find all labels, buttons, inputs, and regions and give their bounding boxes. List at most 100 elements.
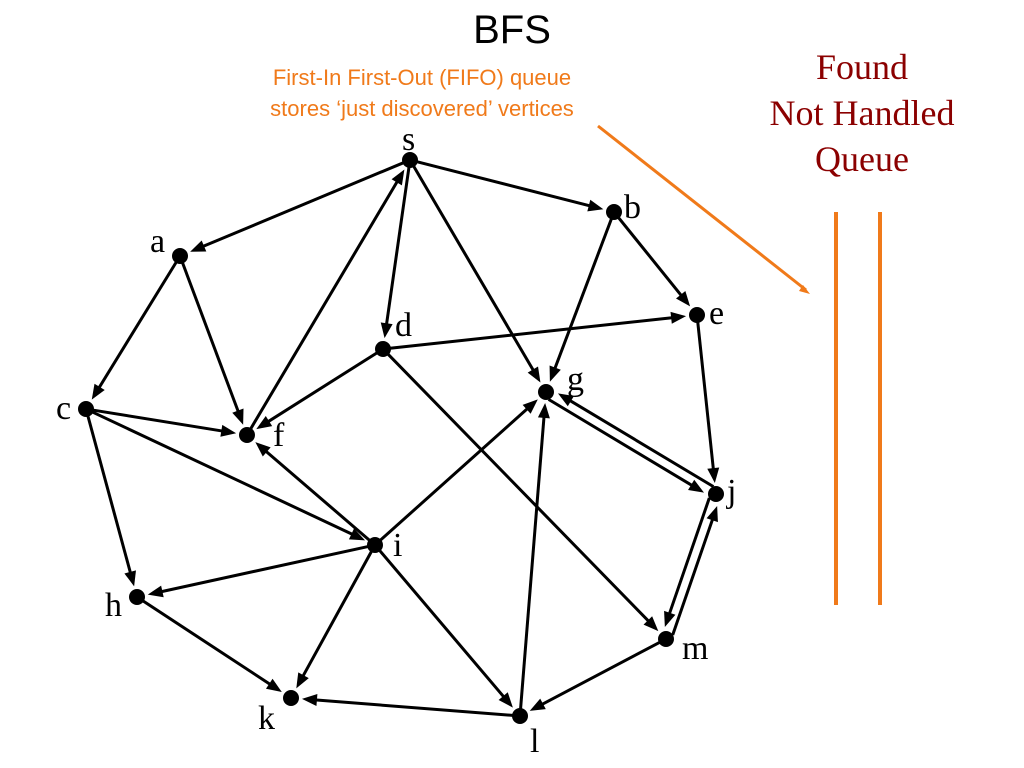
- node-dot: [689, 307, 705, 323]
- node-dot: [367, 537, 383, 553]
- node-dot: [375, 341, 391, 357]
- node-dot: [402, 152, 418, 168]
- fifo-pointer-arrowhead: [799, 285, 810, 294]
- node-label: l: [530, 723, 539, 760]
- edge-line: [90, 410, 354, 537]
- edge-c-i: [90, 410, 366, 541]
- slide-title: BFS: [473, 8, 551, 52]
- node-label: s: [402, 121, 415, 158]
- node-dot: [78, 401, 94, 417]
- queue-label-line-1: Found: [815, 47, 909, 87]
- fifo-note-line-1: First-In First-Out (FIFO) queue: [272, 65, 572, 90]
- node-e: e: [689, 295, 724, 332]
- edge-j-g: [558, 393, 715, 488]
- edge-e-j: [696, 320, 720, 484]
- edge-arrowhead: [301, 694, 318, 707]
- edge-arrowhead: [265, 678, 282, 692]
- node-a: a: [150, 223, 188, 264]
- node-label: a: [150, 223, 165, 260]
- node-dot: [172, 248, 188, 264]
- edge-line: [201, 160, 406, 249]
- edge-arrowhead: [391, 169, 405, 186]
- edge-i-f: [255, 442, 372, 543]
- edge-line: [696, 320, 715, 471]
- fifo-pointer-line: [597, 124, 807, 292]
- node-dot: [606, 204, 622, 220]
- edge-g-j: [547, 398, 704, 493]
- queue-label: Found Not Handled Queue: [742, 44, 982, 182]
- queue-label-line-2: Not Handled: [769, 93, 955, 133]
- edge-line: [248, 179, 400, 431]
- edge-b-g: [549, 217, 614, 382]
- edge-line: [518, 415, 546, 711]
- node-label: f: [273, 417, 285, 454]
- node-k: k: [258, 690, 299, 737]
- edge-line: [266, 350, 379, 424]
- edges-layer: [86, 160, 720, 718]
- edge-s-g: [411, 164, 541, 383]
- edge-l-g: [518, 402, 550, 711]
- edge-b-e: [616, 215, 691, 307]
- edge-c-f: [91, 408, 237, 437]
- node-label: k: [258, 700, 275, 737]
- edge-line: [314, 698, 515, 718]
- edge-arrowhead: [664, 610, 676, 627]
- fifo-note: First-In First-Out (FIFO) queue stores ‘…: [222, 62, 622, 124]
- edge-arrowhead: [91, 383, 105, 400]
- edge-arrowhead: [232, 408, 244, 425]
- edge-line: [553, 217, 614, 371]
- edge-a-c: [91, 260, 179, 400]
- edge-line: [386, 352, 651, 623]
- edge-arrowhead: [549, 365, 561, 382]
- queue-label-line-3: Queue: [815, 139, 909, 179]
- node-i: i: [367, 527, 402, 564]
- edge-arrowhead: [498, 692, 513, 708]
- node-label: j: [726, 473, 736, 510]
- edge-arrowhead: [522, 399, 538, 414]
- edge-arrowhead: [296, 672, 309, 689]
- edge-arrowhead: [643, 616, 659, 632]
- node-f: f: [239, 417, 285, 454]
- edge-s-a: [190, 160, 406, 252]
- edge-i-k: [296, 549, 374, 689]
- edge-arrowhead: [537, 402, 550, 419]
- edge-line: [377, 548, 506, 699]
- node-c: c: [56, 390, 94, 427]
- edge-line: [264, 449, 372, 543]
- node-g: g: [538, 361, 584, 400]
- edge-arrowhead: [529, 698, 546, 711]
- edge-arrowhead: [255, 442, 271, 457]
- edge-line: [415, 160, 592, 208]
- edge-m-l: [529, 640, 662, 711]
- edge-l-k: [301, 694, 515, 718]
- node-label: c: [56, 390, 71, 427]
- edge-line: [180, 261, 240, 414]
- edge-i-g: [378, 399, 538, 543]
- edge-arrowhead: [147, 585, 164, 598]
- edge-m-j: [671, 506, 718, 636]
- node-j: j: [708, 473, 736, 510]
- node-l: l: [512, 708, 539, 760]
- edge-line: [671, 517, 715, 636]
- edge-i-h: [147, 544, 370, 598]
- edge-arrowhead: [256, 416, 273, 430]
- node-label: i: [393, 527, 402, 564]
- edge-line: [616, 215, 684, 298]
- edge-line: [141, 599, 272, 687]
- edge-line: [540, 640, 662, 707]
- edge-line: [388, 316, 674, 350]
- edge-arrowhead: [220, 424, 237, 437]
- edge-arrowhead: [707, 467, 720, 484]
- edge-line: [667, 497, 711, 616]
- node-dot: [512, 708, 528, 724]
- node-dot: [538, 384, 554, 400]
- node-label: b: [624, 189, 641, 226]
- node-m: m: [658, 630, 708, 667]
- node-label: h: [105, 587, 122, 624]
- edge-s-b: [415, 160, 604, 212]
- node-label: m: [682, 630, 708, 667]
- edge-f-s: [248, 169, 405, 431]
- edge-arrowhead: [190, 240, 207, 252]
